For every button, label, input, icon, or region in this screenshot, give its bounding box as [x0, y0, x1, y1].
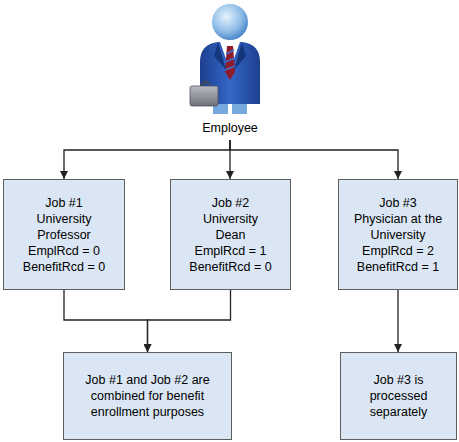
box-text: University Professor — [24, 211, 104, 243]
result-box: Job #3 is processed separately — [340, 352, 457, 440]
tie — [225, 46, 235, 80]
box-text: BenefitRcd = 0 — [189, 259, 271, 275]
box-heading: Job #3 — [379, 195, 417, 211]
box-text: EmplRcd = 0 — [28, 243, 100, 259]
box-text: BenefitRcd = 0 — [23, 259, 105, 275]
connector-arrow — [397, 290, 398, 352]
employee-illustration — [0, 0, 459, 120]
box-text: University Dean — [191, 211, 271, 243]
connector-arrow — [64, 140, 230, 179]
tie-stripes — [225, 50, 235, 70]
connector-arrow — [148, 290, 231, 352]
employee-figure: Employee — [185, 0, 275, 140]
box-text: EmplRcd = 2 — [362, 243, 434, 259]
box-heading: Job #1 — [45, 195, 83, 211]
box-text: BenefitRcd = 1 — [357, 259, 439, 275]
box-text: Physician at the University — [346, 211, 451, 243]
job-box: Job #2University DeanEmplRcd = 1BenefitR… — [170, 179, 291, 290]
job-box: Job #1University ProfessorEmplRcd = 0Ben… — [3, 179, 125, 290]
figure-label: Employee — [202, 120, 258, 136]
result-box: Job #1 and Job #2 are combined for benef… — [63, 352, 232, 440]
connector-arrow — [230, 140, 398, 179]
head — [212, 4, 248, 40]
briefcase — [190, 86, 218, 106]
connector-arrow — [229, 140, 230, 179]
lapels — [214, 42, 246, 70]
connector-arrow — [64, 290, 148, 352]
box-heading: Job #3 is processed separately — [361, 372, 436, 420]
job-box: Job #3Physician at the UniversityEmplRcd… — [338, 179, 458, 290]
box-text: EmplRcd = 1 — [195, 243, 267, 259]
box-heading: Job #1 and Job #2 are combined for benef… — [78, 372, 218, 420]
box-heading: Job #2 — [212, 195, 250, 211]
